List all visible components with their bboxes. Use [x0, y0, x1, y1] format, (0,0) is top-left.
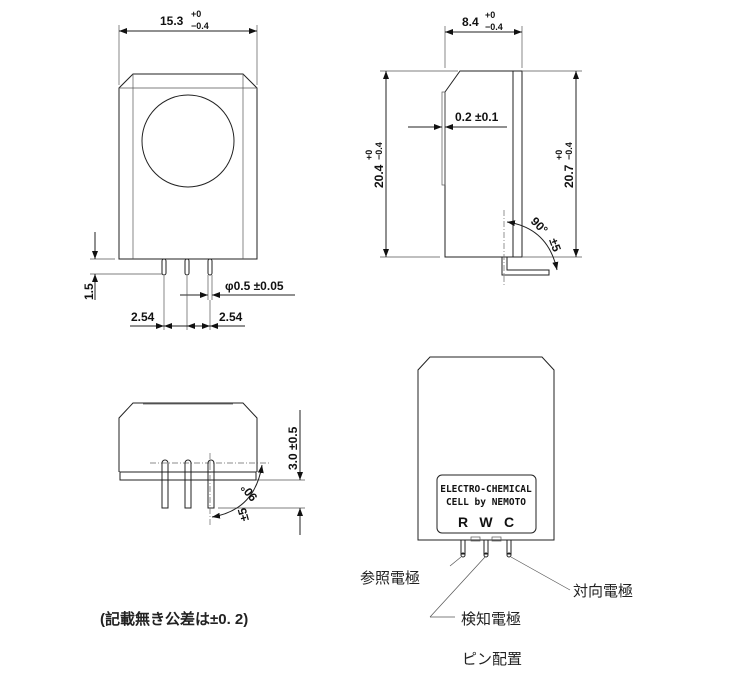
- height-right-tol-plus: +0: [554, 150, 564, 160]
- counter-electrode-label: 対向電極: [573, 583, 633, 600]
- bottom-angle-tol: ±5: [235, 506, 252, 523]
- pin-view-pins: [460, 539, 512, 558]
- pin-length-dim: 1.5: [82, 283, 96, 300]
- film-dim: 0.2 ±0.1: [455, 110, 499, 124]
- bottom-view: 3.0 ±0.5 90° ±5: [118, 402, 305, 535]
- width-tol-minus: −0.4: [191, 21, 209, 31]
- angle-dim: 90°: [528, 214, 551, 237]
- bent-pin: [501, 257, 550, 276]
- bottom-body-outline: [118, 402, 258, 472]
- depth-tol-plus: +0: [485, 10, 495, 20]
- bottom-angle-arc: [211, 464, 264, 519]
- side-view: 8.4 +0 −0.4 0.2 ±0.1 20.4 +0 −0.4 20.7 +…: [364, 10, 582, 285]
- pin-letter-r: R: [458, 514, 468, 530]
- pin-view-body: [417, 356, 555, 541]
- side-plate: [512, 70, 523, 258]
- depth-dim: 8.4: [462, 15, 479, 29]
- angle-tol: ±5: [546, 236, 564, 254]
- height-left-dim: 20.4: [372, 164, 386, 188]
- height-right-dim: 20.7: [562, 164, 576, 188]
- front-view: 15.3 +0 −0.4 1.5 φ0.5 ±0.05 2.54 2.54: [82, 9, 295, 330]
- bottom-plate: [119, 471, 257, 481]
- side-body-outline: [444, 70, 514, 258]
- front-pins: [161, 258, 213, 276]
- pin-layout-caption: ピン配置: [462, 651, 522, 668]
- sensor-window: [141, 94, 235, 188]
- front-body-outline: [118, 73, 258, 260]
- pin-pitch-left: 2.54: [131, 310, 155, 324]
- height-left-tol-minus: −0.4: [374, 142, 384, 160]
- pin-diameter-dim: φ0.5 ±0.05: [225, 279, 284, 293]
- label-line1: ELECTRO-CHEMICAL: [440, 484, 532, 495]
- pin-offset-dim: 3.0 ±0.5: [286, 426, 300, 470]
- film: [441, 91, 446, 186]
- height-right-tol-minus: −0.4: [564, 142, 574, 160]
- angle-arc: [506, 220, 559, 271]
- width-tol-plus: +0: [191, 9, 201, 19]
- tolerance-note: (記載無き公差は±0. 2): [100, 610, 248, 628]
- pin-pitch-right: 2.54: [219, 310, 243, 324]
- width-dim: 15.3: [160, 14, 184, 28]
- pin-letter-w: W: [479, 514, 493, 530]
- pin-view: ELECTRO-CHEMICAL CELL by NEMOTO R W C 参照…: [360, 356, 633, 668]
- bottom-pins: [161, 459, 215, 509]
- reference-electrode-label: 参照電極: [360, 570, 420, 587]
- pin-letter-c: C: [504, 514, 514, 530]
- depth-tol-minus: −0.4: [485, 22, 503, 32]
- height-left-tol-plus: +0: [364, 150, 374, 160]
- label-plate: [436, 474, 537, 534]
- sensing-electrode-label: 検知電極: [461, 611, 521, 628]
- label-line2: CELL by NEMOTO: [446, 497, 526, 508]
